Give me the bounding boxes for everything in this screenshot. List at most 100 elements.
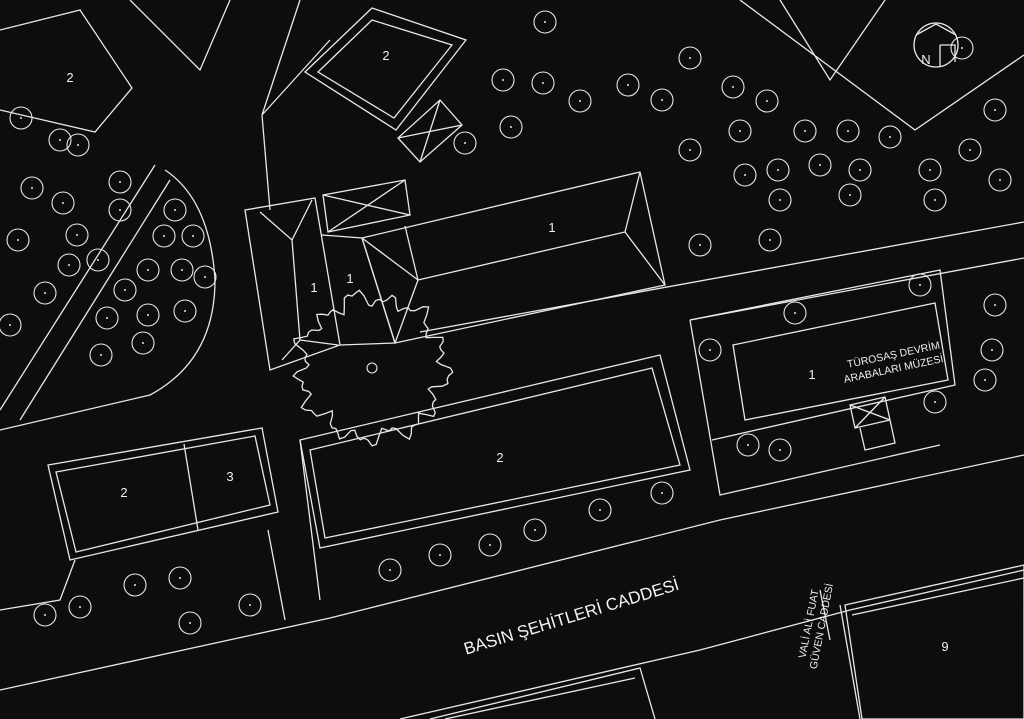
road-edge-north bbox=[419, 221, 1024, 333]
tree-center-dot bbox=[699, 244, 701, 246]
tree-trunk bbox=[366, 362, 378, 374]
north-letter: N bbox=[921, 52, 930, 67]
tree-center-dot bbox=[732, 86, 734, 88]
building-bottom-right bbox=[844, 564, 1024, 719]
tree-center-dot bbox=[984, 379, 986, 381]
tree-center-dot bbox=[489, 544, 491, 546]
tree-center-dot bbox=[204, 276, 206, 278]
building-south-block bbox=[299, 354, 691, 549]
tree-center-dot bbox=[100, 354, 102, 356]
tree-center-dot bbox=[62, 202, 64, 204]
trees bbox=[0, 10, 1012, 635]
tree-icon bbox=[33, 603, 57, 627]
building-top-left-2 bbox=[129, 0, 231, 72]
tree-center-dot bbox=[20, 117, 22, 119]
tree-center-dot bbox=[744, 174, 746, 176]
tree-icon bbox=[181, 224, 205, 248]
tree-icon bbox=[616, 73, 640, 97]
tree-center-dot bbox=[769, 239, 771, 241]
tree-icon bbox=[678, 138, 702, 162]
tree-icon bbox=[808, 153, 832, 177]
tree-icon bbox=[533, 10, 557, 34]
label-building-small-a: 1 bbox=[310, 280, 317, 295]
tree-icon bbox=[766, 158, 790, 182]
tree-icon bbox=[755, 89, 779, 113]
tree-center-dot bbox=[184, 310, 186, 312]
tree-icon bbox=[48, 128, 72, 152]
tree-icon bbox=[491, 68, 515, 92]
tree-center-dot bbox=[994, 304, 996, 306]
tree-icon bbox=[918, 158, 942, 182]
tree-center-dot bbox=[919, 284, 921, 286]
tree-center-dot bbox=[579, 100, 581, 102]
tree-center-dot bbox=[174, 209, 176, 211]
tree-icon bbox=[988, 168, 1012, 192]
building-small bbox=[244, 197, 396, 371]
tree-center-dot bbox=[999, 179, 1001, 181]
tree-center-dot bbox=[969, 149, 971, 151]
tree-center-dot bbox=[804, 130, 806, 132]
tree-center-dot bbox=[994, 109, 996, 111]
building-top-center bbox=[303, 7, 468, 131]
tree-icon bbox=[57, 253, 81, 277]
road-edge-north-2 bbox=[689, 257, 1024, 321]
tree-icon bbox=[108, 170, 132, 194]
tree-center-dot bbox=[859, 169, 861, 171]
museum-lot bbox=[689, 269, 956, 441]
label-building-left-a: 2 bbox=[120, 485, 127, 500]
tree-icon bbox=[378, 558, 402, 582]
tree-center-dot bbox=[97, 259, 99, 261]
tree-icon bbox=[983, 293, 1007, 317]
tree-icon bbox=[163, 198, 187, 222]
tree-center-dot bbox=[119, 209, 121, 211]
tree-center-dot bbox=[134, 584, 136, 586]
tree-icon bbox=[983, 98, 1007, 122]
tree-icon bbox=[108, 198, 132, 222]
tree-center-dot bbox=[31, 187, 33, 189]
tree-icon bbox=[20, 176, 44, 200]
tree-icon bbox=[736, 433, 760, 457]
tree-center-dot bbox=[779, 449, 781, 451]
main-street-name: BASIN ŞEHİTLERİ CADDESİ bbox=[462, 575, 682, 659]
tree-center-dot bbox=[464, 142, 466, 144]
tree-center-dot bbox=[77, 144, 79, 146]
tree-icon bbox=[453, 131, 477, 155]
lot-boundary bbox=[299, 319, 941, 601]
tree-icon bbox=[238, 593, 262, 617]
tree-center-dot bbox=[777, 169, 779, 171]
label-building-south: 2 bbox=[496, 450, 503, 465]
tree-center-dot bbox=[119, 181, 121, 183]
tree-icon bbox=[499, 115, 523, 139]
label-building-left-b: 3 bbox=[226, 469, 233, 484]
tree-center-dot bbox=[934, 401, 936, 403]
tree-center-dot bbox=[929, 169, 931, 171]
museum-entrance bbox=[849, 396, 896, 451]
tree-center-dot bbox=[847, 130, 849, 132]
tree-center-dot bbox=[661, 99, 663, 101]
tree-icon bbox=[923, 390, 947, 414]
tree-icon bbox=[193, 265, 217, 289]
tree-icon bbox=[428, 543, 452, 567]
tree-center-dot bbox=[819, 164, 821, 166]
tree-icon bbox=[123, 573, 147, 597]
tree-canopy-outline bbox=[292, 289, 454, 447]
tree-icon bbox=[836, 119, 860, 143]
tree-center-dot bbox=[739, 130, 741, 132]
tree-icon bbox=[958, 138, 982, 162]
tree-icon bbox=[523, 518, 547, 542]
label-building-small-b: 1 bbox=[346, 271, 353, 286]
tree-icon bbox=[650, 88, 674, 112]
tree-center-dot bbox=[934, 199, 936, 201]
tree-icon bbox=[478, 533, 502, 557]
tree-icon bbox=[173, 299, 197, 323]
tree-center-dot bbox=[44, 614, 46, 616]
building-top-left bbox=[0, 9, 133, 133]
tree-icon bbox=[136, 258, 160, 282]
tree-icon bbox=[152, 224, 176, 248]
main-street-lower-edge bbox=[399, 569, 1024, 719]
label-building-top-center: 2 bbox=[382, 48, 389, 63]
tree-center-dot bbox=[689, 57, 691, 59]
tree-icon bbox=[531, 71, 555, 95]
tree-center-dot bbox=[147, 269, 149, 271]
tree-icon bbox=[0, 313, 22, 337]
